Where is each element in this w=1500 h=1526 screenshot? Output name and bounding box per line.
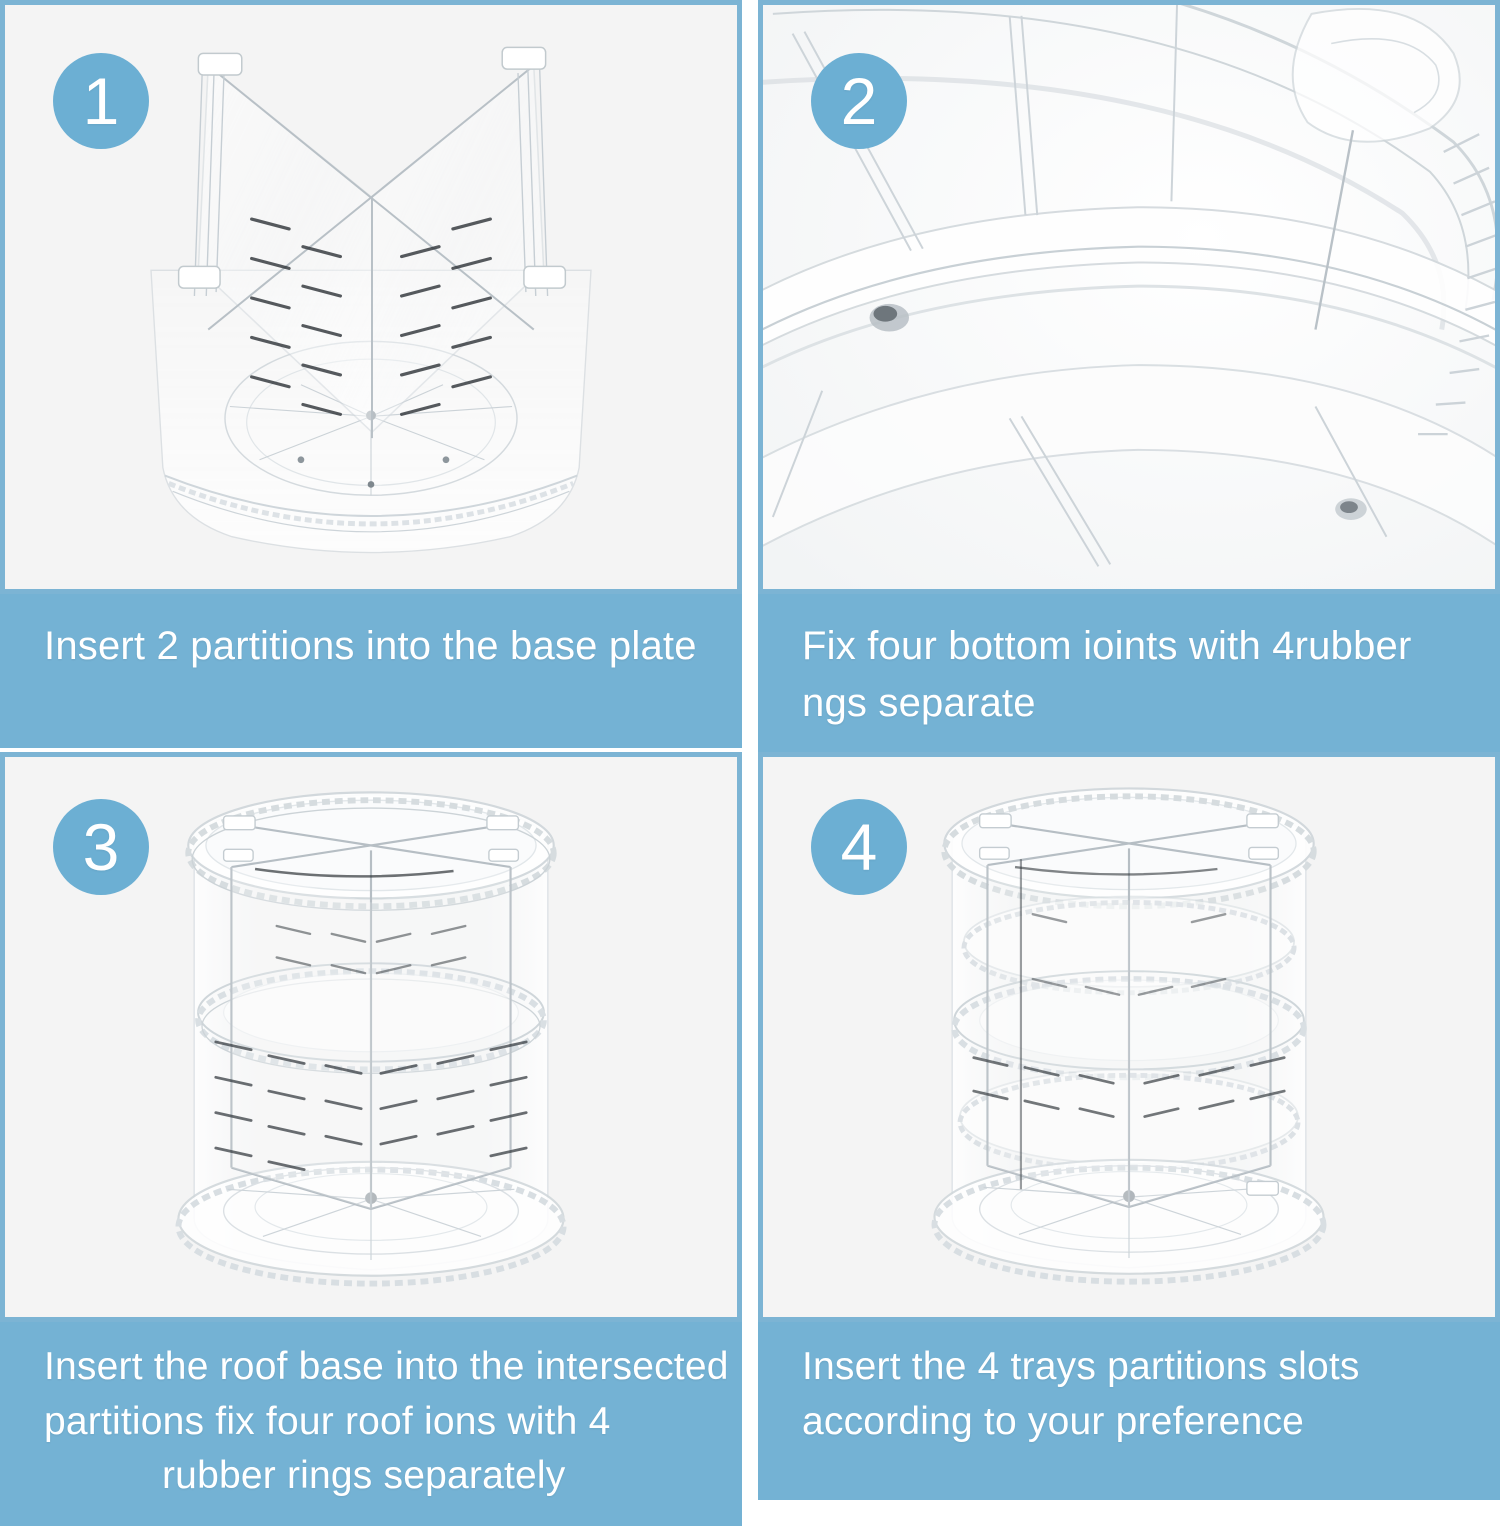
caption-line: Fix four bottom ioints with 4rubber bbox=[802, 624, 1412, 668]
caption-line: rubber rings separately bbox=[162, 1454, 566, 1498]
product-photo-step-2: 2 bbox=[758, 0, 1500, 594]
caption-line: Insert the roof base into the intersecte… bbox=[44, 1345, 729, 1388]
product-photo-step-4: 4 bbox=[758, 752, 1500, 1322]
step-badge-2: 2 bbox=[811, 53, 907, 149]
instruction-panel-step-3: 3 Insert the roof base into the intersec… bbox=[0, 752, 742, 1526]
assembled-organizer-illustration bbox=[5, 757, 737, 1317]
step-badge-4: 4 bbox=[811, 799, 907, 895]
caption-line: according to your preference bbox=[802, 1399, 1305, 1443]
caption-line: Insert 2 partitions into the base plate bbox=[44, 624, 697, 668]
instruction-panel-step-1: 1 Insert 2 partitions into the base plat… bbox=[0, 0, 742, 748]
step-caption-1: Insert 2 partitions into the base plate bbox=[0, 594, 742, 748]
step-caption-3: Insert the roof base into the intersecte… bbox=[0, 1322, 742, 1526]
step-caption-2: Fix four bottom ioints with 4rubber ngs … bbox=[758, 594, 1500, 754]
caption-line: Insert the 4 trays partitions slots bbox=[802, 1345, 1360, 1388]
partitions-illustration bbox=[5, 5, 737, 589]
product-photo-step-3: 3 bbox=[0, 752, 742, 1322]
product-photo-step-1: 1 bbox=[0, 0, 742, 594]
caption-line: ngs separate bbox=[802, 680, 1036, 725]
step-badge-3: 3 bbox=[53, 799, 149, 895]
instruction-panel-step-4: 4 Insert the 4 trays partitions slots ac… bbox=[758, 752, 1500, 1500]
step-caption-4: Insert the 4 trays partitions slots acco… bbox=[758, 1322, 1500, 1500]
step-badge-1: 1 bbox=[53, 53, 149, 149]
instruction-panel-step-2: 2 Fix four bottom ioints with 4rubber ng… bbox=[758, 0, 1500, 754]
caption-line: partitions fix four roof ions with 4 bbox=[44, 1399, 611, 1443]
